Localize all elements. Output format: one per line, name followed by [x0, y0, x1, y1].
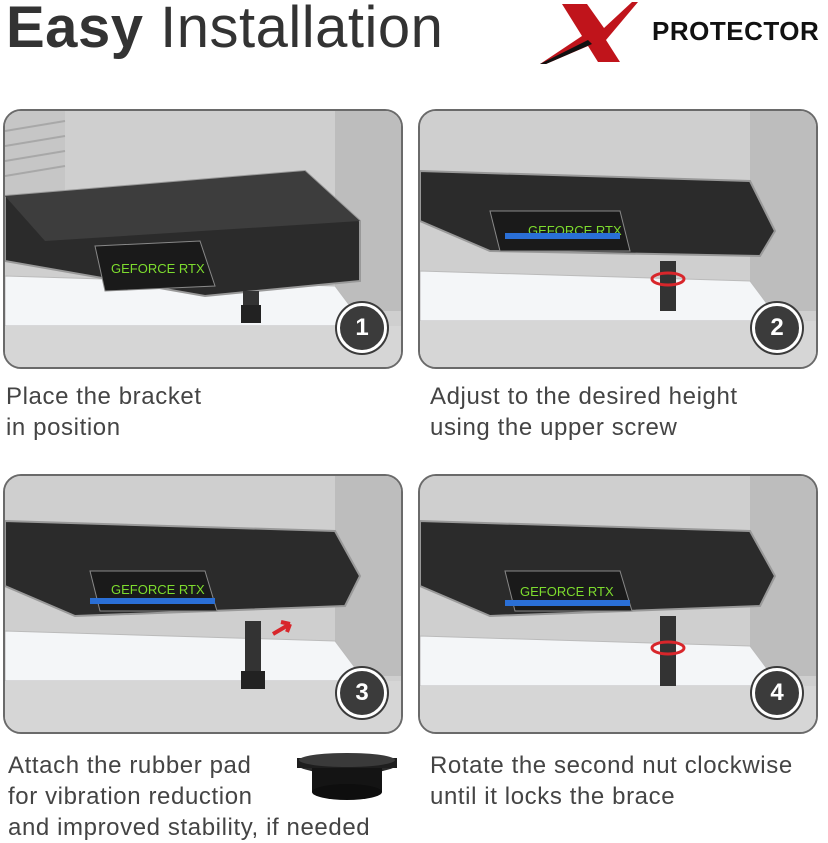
step-number-badge: 4: [752, 668, 802, 718]
step-3-caption: Attach the rubber pad for vibration redu…: [8, 750, 370, 843]
step-number-badge: 1: [337, 303, 387, 353]
caption-line: and improved stability, if needed: [8, 814, 371, 841]
step-4-image: GEFORCE RTX 4: [418, 474, 818, 734]
step-number-badge: 3: [337, 668, 387, 718]
gpu-label: GEFORCE RTX: [111, 261, 205, 276]
page-title: Easy Installation: [6, 0, 443, 64]
caption-line: Rotate the second nut clockwise: [430, 752, 793, 779]
gpu-label: GEFORCE RTX: [520, 584, 614, 599]
rubber-pad-icon: [297, 753, 397, 800]
step-2-image: GEFORCE RTX 2: [418, 109, 818, 369]
brand-logo: PROTECTOR: [532, 0, 828, 66]
gpu-label: GEFORCE RTX: [111, 582, 205, 597]
caption-line: Place the bracket: [6, 383, 202, 410]
step-3-image: GEFORCE RTX 3: [3, 474, 403, 734]
step-1-caption: Place the bracket in position: [6, 381, 202, 443]
caption-line: in position: [6, 414, 121, 441]
brand-name: PROTECTOR: [652, 16, 820, 46]
caption-line: until it locks the brace: [430, 783, 676, 810]
x-logo-icon: [540, 2, 638, 64]
rotate-arrow-icon: [650, 271, 686, 287]
step-1-image: GEFORCE RTX 1: [3, 109, 403, 369]
step-number-badge: 2: [752, 303, 802, 353]
title-bold: Easy: [6, 0, 144, 60]
insert-arrow-icon: [271, 620, 292, 636]
caption-line: using the upper screw: [430, 414, 678, 441]
step-4-caption: Rotate the second nut clockwise until it…: [430, 750, 793, 812]
title-rest: Installation: [160, 0, 444, 60]
caption-line: Attach the rubber pad: [8, 752, 252, 779]
caption-line: Adjust to the desired height: [430, 383, 738, 410]
step-2-caption: Adjust to the desired height using the u…: [430, 381, 738, 443]
caption-line: for vibration reduction: [8, 783, 253, 810]
rotate-arrow-icon: [650, 640, 686, 656]
